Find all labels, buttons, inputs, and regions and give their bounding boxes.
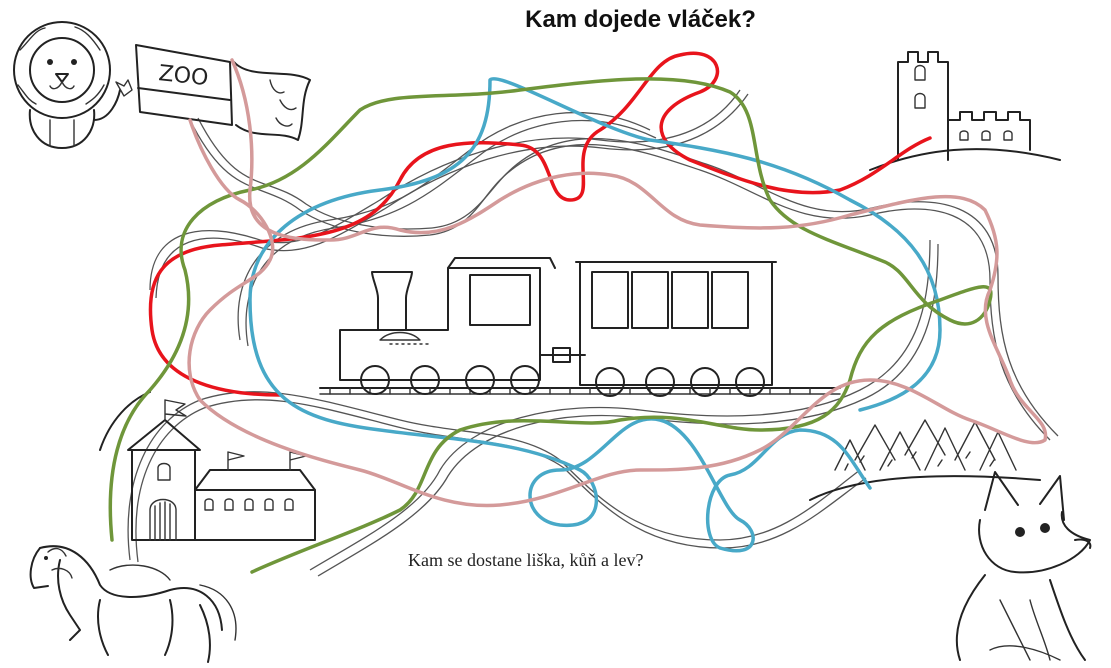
route-pink [187, 58, 1048, 508]
zoo-sign-text: ZOO [157, 61, 209, 91]
route-green [108, 77, 993, 574]
horse-icon [29, 545, 237, 663]
maze-roads [127, 89, 1059, 577]
zoo-sign-icon: ZOO [135, 44, 311, 141]
route-blue [248, 77, 942, 553]
forest-icon [809, 419, 1041, 501]
worksheet-question: Kam se dostane liška, kůň a lev? [408, 550, 644, 570]
worksheet-title: Kam dojede vláček? [525, 6, 756, 33]
tower-ruins-icon [869, 51, 1061, 171]
train-icon [319, 257, 841, 397]
fox-icon [955, 471, 1092, 661]
traced-routes [108, 51, 1048, 574]
lion-icon [13, 21, 133, 149]
